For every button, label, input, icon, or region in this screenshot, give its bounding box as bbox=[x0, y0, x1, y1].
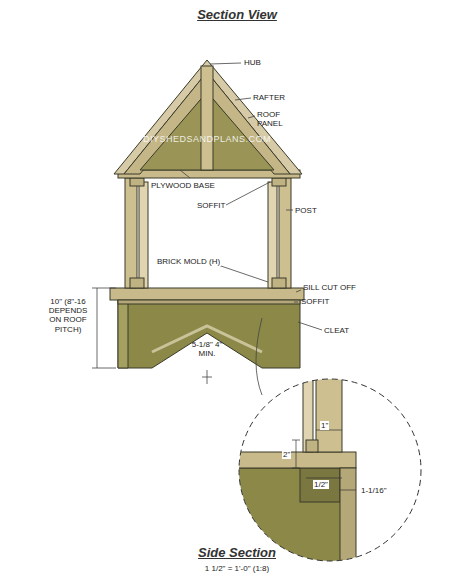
roof-panel bbox=[114, 60, 302, 174]
brick-mold bbox=[130, 178, 144, 186]
base-side bbox=[118, 300, 128, 368]
post bbox=[279, 178, 291, 288]
part-label: RAFTER bbox=[253, 93, 285, 102]
part-label: SILL CUT OFF bbox=[303, 283, 356, 292]
detail-brick-mold bbox=[306, 440, 318, 452]
part-label: ROOF PANEL bbox=[257, 110, 291, 128]
dimension: 10" (8"-16 DEPENDS ON ROOF PITCH) bbox=[44, 297, 92, 334]
part-label: CLEAT bbox=[324, 326, 349, 335]
dimension: 2" bbox=[282, 450, 291, 459]
detail-post bbox=[316, 370, 342, 452]
brick-mold bbox=[130, 278, 144, 288]
base-box bbox=[118, 300, 300, 368]
hub bbox=[201, 66, 213, 170]
part-label: SOFFIT bbox=[196, 201, 226, 210]
inner-post bbox=[268, 182, 277, 288]
inner-post bbox=[139, 182, 148, 288]
part-label: POST bbox=[295, 206, 317, 215]
sill bbox=[110, 288, 304, 300]
detail-sill bbox=[230, 452, 356, 468]
soffit-lower bbox=[118, 300, 300, 304]
scale-note: 1 1/2" = 1'-0" (1:8) bbox=[205, 564, 269, 573]
brick-mold bbox=[272, 178, 286, 186]
dimension: 1" bbox=[320, 421, 329, 430]
brick-mold bbox=[272, 278, 286, 288]
dimension: 1-1/16" bbox=[360, 486, 388, 495]
watermark: DIYSHEDSANDPLANS.COM bbox=[143, 134, 271, 144]
detail-soffit bbox=[340, 468, 356, 568]
part-label: HUB bbox=[244, 58, 261, 67]
detail-circle bbox=[239, 379, 421, 561]
title: Section View bbox=[197, 8, 277, 23]
part-label: SOFFIT bbox=[301, 297, 329, 306]
part-label: BRICK MOLD (H) bbox=[156, 257, 221, 266]
post bbox=[125, 178, 137, 288]
part-label: PLYWOOD BASE bbox=[150, 181, 216, 190]
detail-cleat bbox=[300, 468, 340, 502]
caption: Side Section bbox=[198, 546, 276, 561]
detail-base bbox=[230, 468, 348, 578]
dimension: 5-1/8" 4" MIN. bbox=[189, 340, 225, 358]
dimension: 1/2" bbox=[313, 480, 329, 489]
